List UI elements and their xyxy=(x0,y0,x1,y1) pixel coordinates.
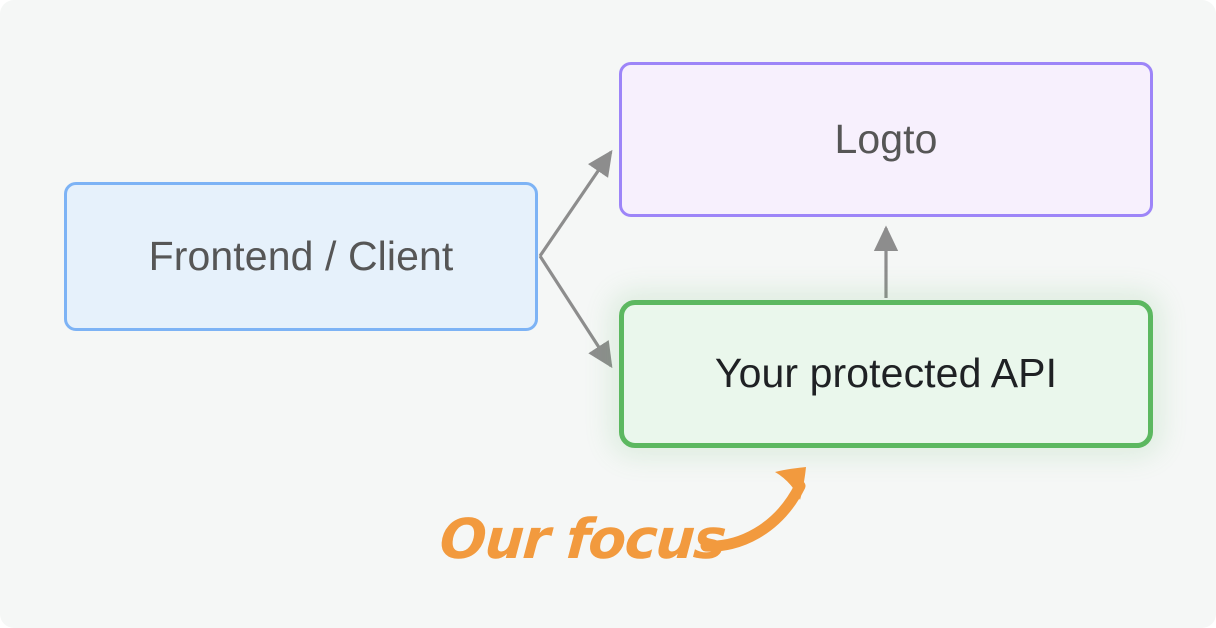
edge-frontend-to-api xyxy=(538,255,613,369)
node-your-protected-api[interactable]: Your protected API xyxy=(619,300,1153,448)
node-logto[interactable]: Logto xyxy=(619,62,1153,217)
annotation-our-focus: Our focus xyxy=(437,496,730,582)
node-frontend-client-label: Frontend / Client xyxy=(148,232,454,279)
edge-frontend-to-logto xyxy=(538,149,613,257)
node-logto-label: Logto xyxy=(834,115,938,162)
annotation-our-focus-label: Our focus xyxy=(437,507,728,571)
node-your-protected-api-label: Your protected API xyxy=(714,350,1058,397)
node-frontend-client[interactable]: Frontend / Client xyxy=(64,182,538,331)
